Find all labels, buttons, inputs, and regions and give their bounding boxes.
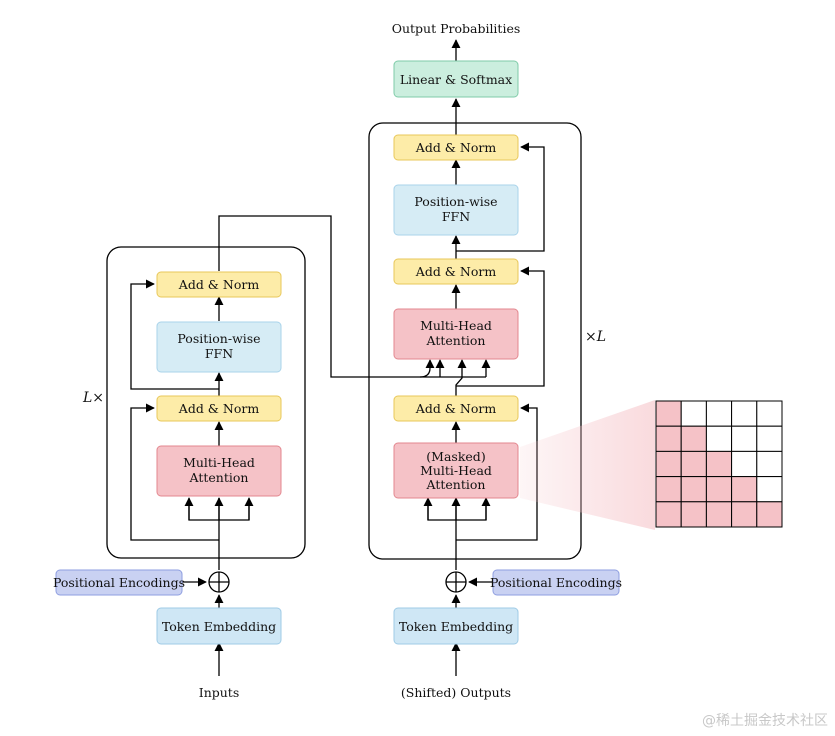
encoder-output-wire bbox=[218, 215, 486, 378]
decoder-linear-softmax bbox=[393, 60, 519, 98]
mask-cell bbox=[731, 425, 758, 452]
encoder-positional-encodings bbox=[55, 569, 183, 596]
encoder-input-label: Inputs bbox=[199, 685, 239, 700]
mask-cell bbox=[756, 425, 783, 452]
svg-text:(Masked): (Masked) bbox=[426, 449, 485, 464]
svg-text:Add & Norm: Add & Norm bbox=[415, 401, 497, 416]
svg-text:Attention: Attention bbox=[189, 470, 249, 485]
mask-cell bbox=[680, 400, 707, 427]
decoder-residual-2 bbox=[456, 266, 545, 387]
svg-text:Token Embedding: Token Embedding bbox=[399, 619, 513, 634]
encoder-add-norm-bottom bbox=[156, 395, 282, 422]
encoder-multi-head-attention bbox=[156, 445, 282, 497]
svg-text:Positional Encodings: Positional Encodings bbox=[53, 575, 185, 590]
decoder-masked-attention bbox=[393, 442, 519, 499]
decoder-repeat-label: ×L bbox=[585, 329, 606, 345]
mask-cell bbox=[655, 425, 682, 452]
mask-cell bbox=[756, 476, 783, 503]
mask-cell bbox=[731, 476, 758, 503]
cross-attn-k-arrow bbox=[419, 359, 435, 378]
mask-cell bbox=[680, 501, 707, 528]
svg-text:Add & Norm: Add & Norm bbox=[178, 401, 260, 416]
encoder-ffn bbox=[156, 321, 282, 373]
mask-zoom-fan bbox=[520, 400, 655, 530]
svg-text:Multi-Head: Multi-Head bbox=[420, 318, 492, 333]
mask-cell bbox=[680, 476, 707, 503]
decoder-input-label: (Shifted) Outputs bbox=[401, 685, 511, 700]
svg-text:Linear & Softmax: Linear & Softmax bbox=[400, 72, 512, 87]
svg-text:Position-wise: Position-wise bbox=[177, 331, 260, 346]
mask-cell bbox=[655, 400, 682, 427]
mask-cell bbox=[705, 501, 733, 528]
mask-cell bbox=[705, 450, 733, 478]
mask-cell bbox=[705, 476, 733, 503]
mask-cell bbox=[680, 450, 707, 478]
svg-text:Add & Norm: Add & Norm bbox=[415, 140, 497, 155]
decoder-add-norm-top bbox=[393, 134, 519, 161]
mask-cell bbox=[655, 501, 682, 528]
svg-text:FFN: FFN bbox=[442, 209, 470, 224]
decoder-qkv-split bbox=[427, 500, 487, 521]
decoder-ffn bbox=[393, 184, 519, 236]
svg-text:Positional Encodings: Positional Encodings bbox=[490, 575, 622, 590]
mask-cell bbox=[731, 501, 758, 528]
svg-text:Multi-Head: Multi-Head bbox=[420, 463, 492, 478]
decoder-add-norm-bottom bbox=[393, 395, 519, 422]
mask-cell bbox=[655, 476, 682, 503]
encoder-add-norm-top bbox=[156, 271, 282, 298]
svg-text:Position-wise: Position-wise bbox=[414, 194, 497, 209]
encoder-residual-1 bbox=[130, 403, 219, 541]
decoder-norm-to-cross bbox=[455, 359, 467, 396]
causal-mask-grid bbox=[655, 400, 783, 528]
svg-text:Attention: Attention bbox=[426, 333, 486, 348]
mask-cell bbox=[655, 450, 682, 478]
mask-cell bbox=[680, 425, 707, 452]
svg-text:FFN: FFN bbox=[205, 346, 233, 361]
svg-text:Multi-Head: Multi-Head bbox=[183, 455, 255, 470]
svg-text:Token Embedding: Token Embedding bbox=[162, 619, 276, 634]
mask-cell bbox=[756, 501, 783, 528]
decoder-token-embedding bbox=[393, 607, 519, 645]
svg-text:Add & Norm: Add & Norm bbox=[415, 264, 497, 279]
mask-cell bbox=[731, 450, 758, 478]
svg-text:Add & Norm: Add & Norm bbox=[178, 277, 260, 292]
encoder-repeat-label: L× bbox=[82, 390, 104, 406]
decoder-cross-attention bbox=[393, 308, 519, 360]
mask-cell bbox=[756, 400, 783, 427]
encoder-block-frame bbox=[106, 246, 306, 559]
decoder-output-label: Output Probabilities bbox=[392, 21, 521, 36]
mask-cell bbox=[756, 450, 783, 478]
decoder-residual-3 bbox=[456, 142, 545, 252]
encoder-token-embedding bbox=[156, 607, 282, 645]
mask-cell bbox=[705, 400, 733, 427]
watermark: @稀土掘金技术社区 bbox=[702, 713, 828, 729]
mask-cell bbox=[731, 400, 758, 427]
decoder-add-norm-mid bbox=[393, 258, 519, 285]
mask-cell bbox=[705, 425, 733, 452]
encoder-residual-2 bbox=[130, 279, 219, 390]
svg-text:Attention: Attention bbox=[426, 477, 486, 492]
decoder-positional-encodings bbox=[492, 569, 620, 596]
encoder-qkv-split bbox=[188, 498, 250, 521]
decoder-block-frame bbox=[368, 122, 582, 560]
